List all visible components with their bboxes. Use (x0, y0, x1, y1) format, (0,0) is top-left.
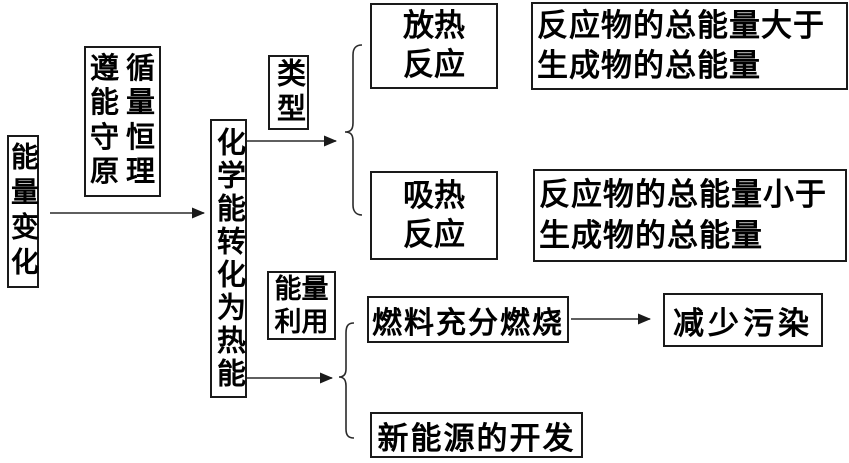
node-exothermic-description: 反应物的总能量大于 生成物的总能量 (531, 2, 848, 90)
principle-row: 原理 (90, 156, 155, 189)
principle-row: 能量 (90, 87, 155, 120)
node-energy-use-label: 能量 利用 (267, 271, 336, 340)
node-endothermic-reaction: 吸热 反应 (370, 171, 498, 260)
node-energy-change: 能量变化 (7, 135, 39, 288)
node-exothermic-reaction: 放热 反应 (370, 3, 498, 89)
node-fuel-full-combustion: 燃料充分燃烧 (367, 296, 569, 343)
principle-row: 守恒 (90, 121, 155, 154)
node-conservation-principle: 遵循 能量 守恒 原理 (84, 46, 161, 197)
brace-type-branch (344, 44, 363, 216)
node-chemical-to-heat: 化学能转化为热能 (210, 119, 247, 398)
node-reduce-pollution: 减少污染 (663, 293, 823, 347)
node-type-label: 类型 (268, 55, 309, 130)
brace-use-branch (338, 322, 355, 439)
node-new-energy-development: 新能源的开发 (370, 412, 583, 458)
principle-row: 遵循 (90, 53, 155, 85)
node-endothermic-description: 反应物的总能量小于 生成物的总能量 (533, 169, 847, 262)
